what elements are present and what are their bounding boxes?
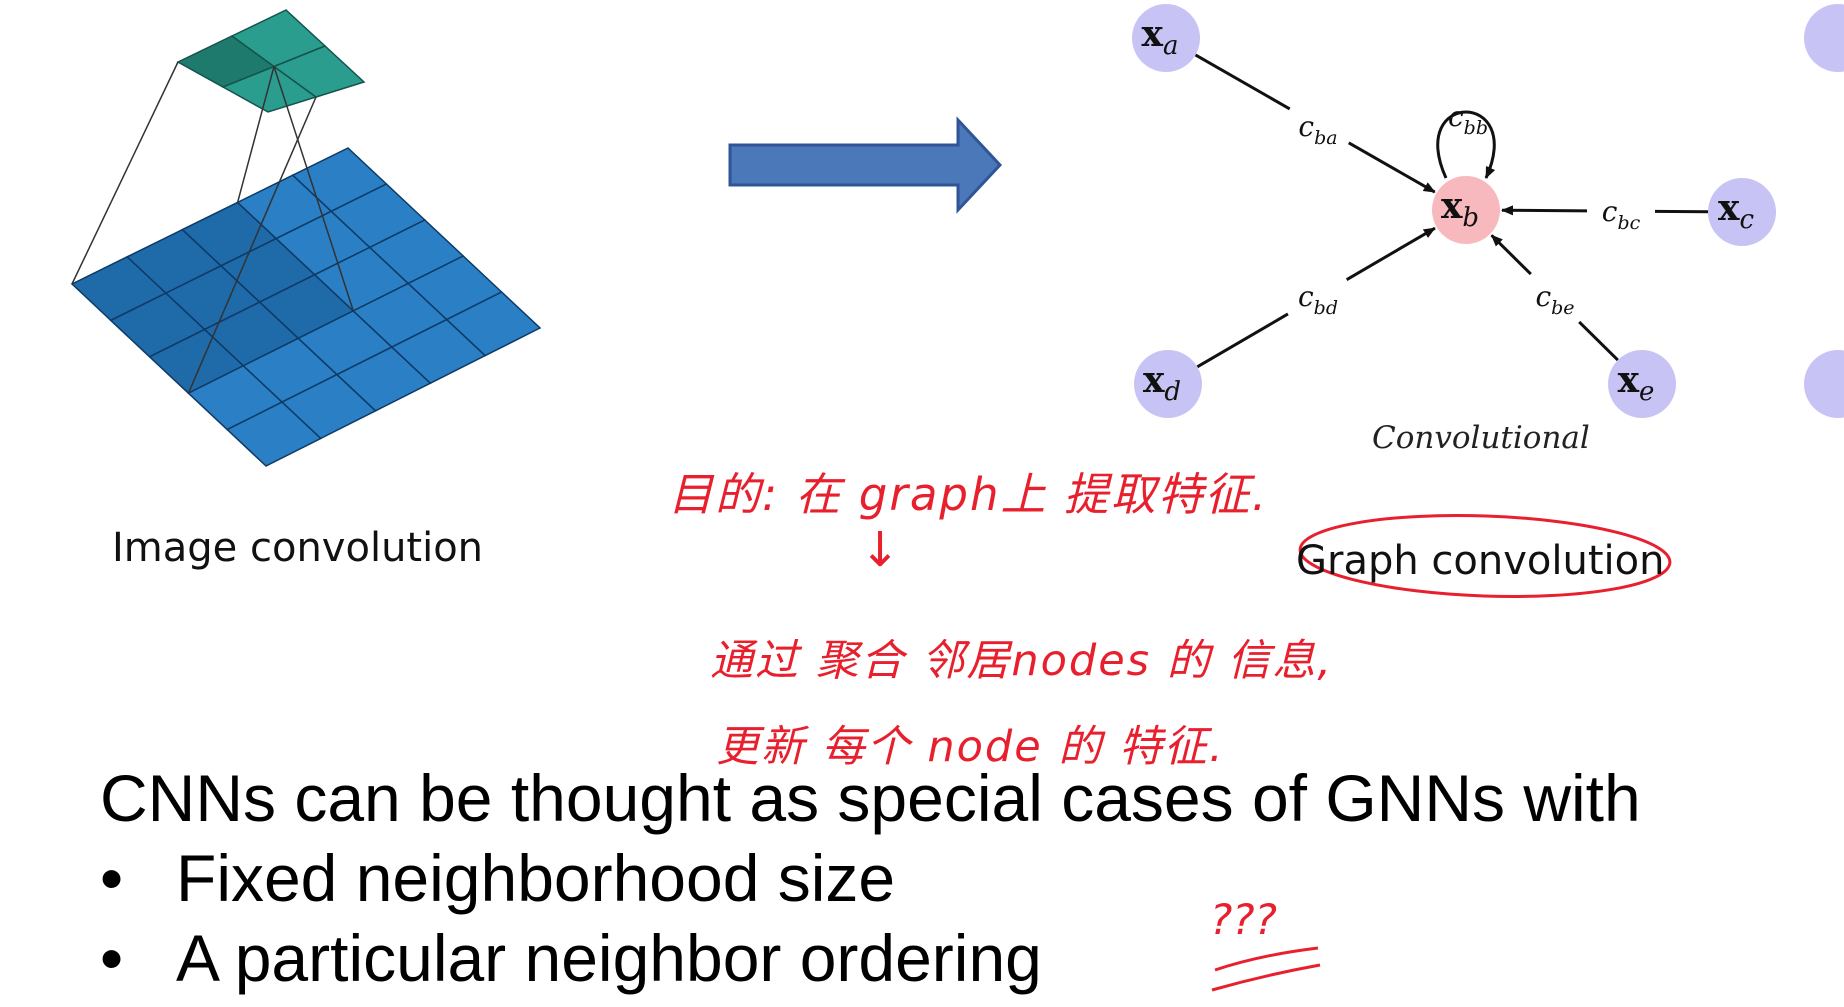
- receptive-field-line: [71, 61, 179, 285]
- main-heading: CNNs can be thought as special cases of …: [100, 761, 1641, 835]
- image-convolution-illustration: [70, 9, 542, 467]
- graph-caption-circle-mark: [1298, 514, 1672, 598]
- bullet-text: A particular neighbor ordering: [176, 921, 1042, 995]
- bullet-item: • A particular neighbor ordering: [100, 918, 1641, 998]
- bullet-dot-icon: •: [100, 921, 124, 995]
- graph-node-label: xd: [1143, 359, 1181, 407]
- annotation-aggregate: 通过 聚合 邻居nodes 的 信息,: [710, 636, 1334, 686]
- transform-arrow-icon: [728, 116, 1003, 214]
- graph-edge: [1500, 205, 1588, 216]
- edge-weight-label: cbb: [1448, 100, 1488, 139]
- edge-weight-label: cba: [1298, 110, 1337, 149]
- graph-edge: [1345, 226, 1436, 281]
- image-convolution-caption: Image convolution: [112, 525, 484, 571]
- underline-mark-1: [1214, 946, 1319, 972]
- graph-node-d: [1134, 350, 1202, 418]
- graph-convolution-caption: Graph convolution: [1296, 538, 1665, 584]
- partial-graph-node: [1804, 350, 1844, 418]
- graph-node-b: [1432, 176, 1500, 244]
- annotation-purpose: 目的: 在 graph上 提取特征.: [668, 468, 1269, 521]
- bullet-text: Fixed neighborhood size: [176, 841, 896, 915]
- graph-subtitle: Convolutional: [1372, 420, 1590, 456]
- graph-edge: [1490, 234, 1532, 276]
- graph-edge: [1194, 53, 1291, 111]
- graph-node-e: [1608, 350, 1676, 418]
- partial-graph-node: [1804, 4, 1844, 72]
- bullet-dot-icon: •: [100, 841, 124, 915]
- main-text-block: CNNs can be thought as special cases of …: [100, 758, 1641, 998]
- edge-weight-label: cbd: [1298, 280, 1338, 319]
- annotation-question-marks: ???: [1210, 895, 1277, 944]
- receptive-field-lines: [71, 61, 354, 394]
- edge-weight-label: cbe: [1535, 280, 1574, 319]
- graph-node-label: xe: [1618, 359, 1655, 407]
- edge-weight-label: cbc: [1602, 195, 1641, 234]
- underline-mark-2: [1211, 963, 1321, 992]
- receptive-field-line: [236, 66, 275, 203]
- annotation-down-arrow-icon: ↓: [860, 522, 901, 578]
- graph-node-c: [1708, 178, 1776, 246]
- output-cell: [272, 45, 366, 98]
- receptive-field-line: [273, 66, 354, 312]
- self-loop-edge: [1436, 110, 1496, 179]
- graph-node-a: [1132, 4, 1200, 72]
- graph-edge: [1196, 312, 1289, 369]
- receptive-field-line: [187, 96, 317, 394]
- input-feature-grid: [70, 147, 542, 467]
- graph-edge: [1347, 141, 1436, 194]
- annotation-update: 更新 每个 node 的 特征.: [716, 722, 1225, 772]
- graph-edge: [1578, 320, 1619, 362]
- bullet-item: • Fixed neighborhood size: [100, 838, 1641, 918]
- input-cell: [445, 291, 542, 357]
- output-feature-grid: [176, 9, 366, 113]
